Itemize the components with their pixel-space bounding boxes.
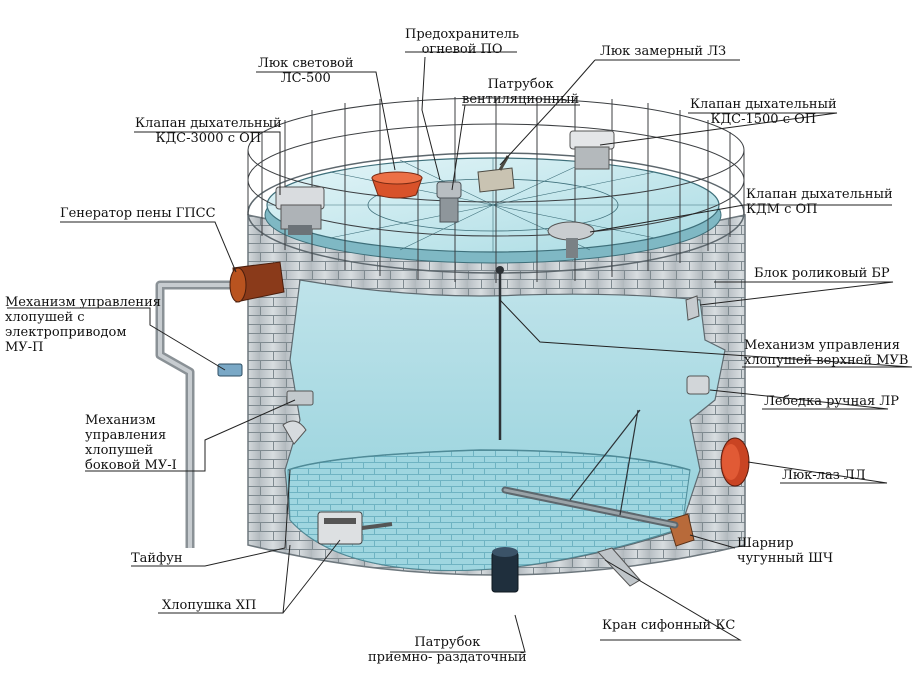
vertical-rod-icon [496,266,504,440]
siphon-tap-icon [597,547,641,587]
breather-valve-kds3000-icon [275,186,325,235]
label-gpss: Генератор пены ГПСС [60,206,216,221]
inlet-outlet-pipe-icon [491,547,519,593]
roller-block-icon [685,295,700,321]
leader-lines [7,51,913,653]
mu-p-mechanism-icon [217,363,243,377]
label-vent-pipe: Патрубок вентиляционный [462,77,580,107]
label-measuring-hatch: Люк замерный ЛЗ [600,44,727,59]
label-mu-p: Механизм управления хлопушей с электропр… [5,295,161,355]
fire-arrester-icon [436,181,462,223]
foam-generator-icon [229,261,285,303]
mu-i-mechanism-icon [282,390,314,445]
typhoon-pipe [155,280,235,548]
label-fire-arrester: Предохранитель огневой ПО [405,27,520,57]
typhoon-mechanism-icon [317,511,393,545]
label-manhole: Люк-лаз ЛЛ [782,468,866,483]
breather-valve-kdm-icon [547,221,595,258]
label-kds3000: Клапан дыхательный КДС-3000 с ОП [135,116,282,146]
winch-icon [686,375,710,395]
label-muv: Механизм управления хлопушей верхней МУВ [744,338,909,368]
label-light-hatch: Люк световой ЛС-500 [258,56,354,86]
label-winch: Лебедка ручная ЛР [764,394,899,409]
label-typhoon: Тайфун [131,551,183,566]
manhole-icon [720,437,750,487]
label-kdm: Клапан дыхательный КДМ с ОП [746,187,893,217]
label-inlet-outlet-pipe: Патрубок приемно- раздаточный [368,635,527,665]
label-hinge: Шарнир чугунный ШЧ [737,536,834,566]
label-siphon-tap: Кран сифонный КС [602,618,736,633]
label-kds1500: Клапан дыхательный КДС-1500 с ОП [690,97,837,127]
label-flapper: Хлопушка ХП [162,598,257,613]
label-roller-block: Блок роликовый БР [754,266,890,281]
light-hatch-icon [371,171,423,199]
tank-cutaway [284,279,726,572]
swing-pipe-icon [501,409,679,529]
label-mu-i: Механизм управления хлопушей боковой МУ-… [85,413,177,473]
breather-valve-kds1500-icon [569,130,615,170]
